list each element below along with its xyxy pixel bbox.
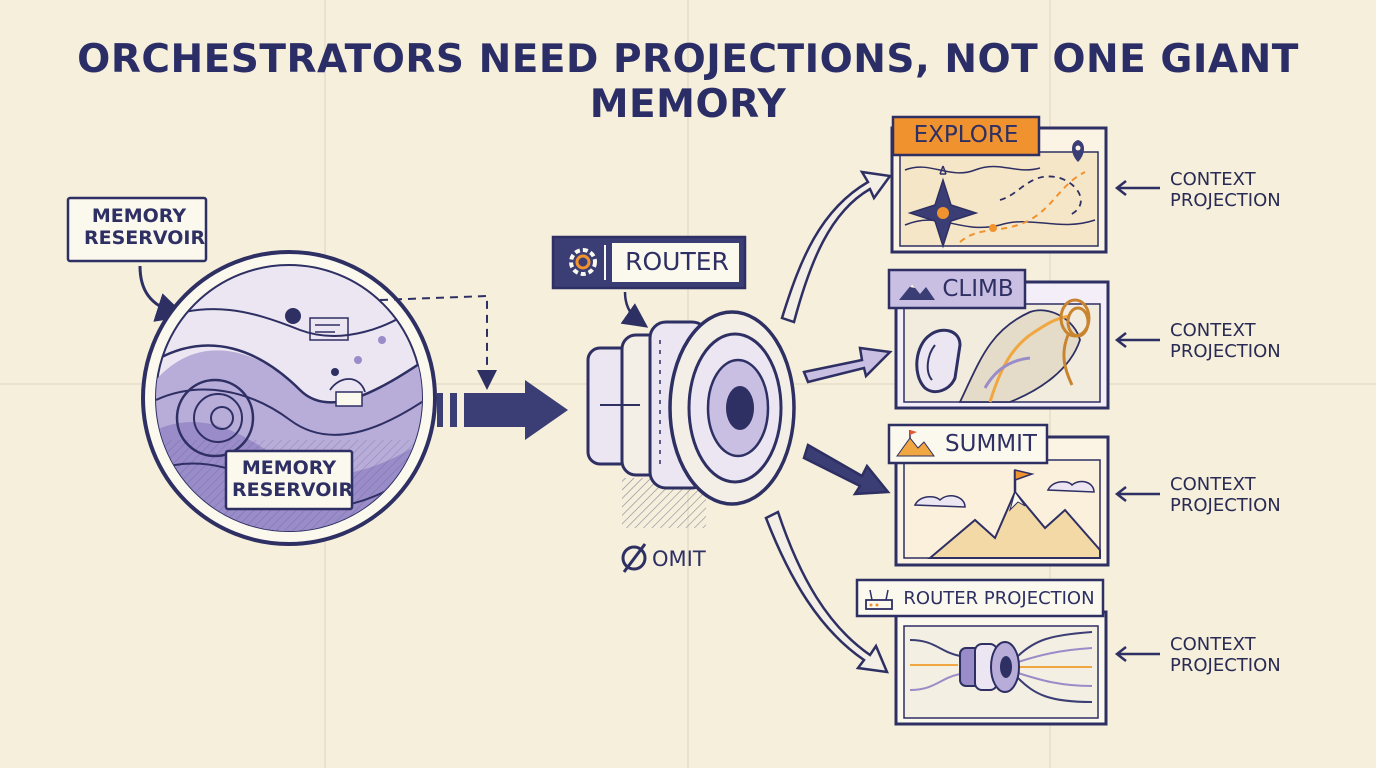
climb-panel xyxy=(887,268,1110,410)
context-projection-summit: CONTEXT PROJECTION xyxy=(1170,474,1300,516)
memory-reservoir-orb xyxy=(141,250,437,546)
main-flow-arrow xyxy=(437,380,568,440)
context-label-line-1: CONTEXT xyxy=(1170,169,1256,190)
mini-router-device xyxy=(959,641,1020,693)
page-title: ORCHESTRATORS NEED PROJECTIONS, NOT ONE … xyxy=(77,37,1299,127)
climb-label: CLIMB xyxy=(942,276,1014,302)
context-label-line-2: PROJECTION xyxy=(1170,340,1281,362)
router-icon xyxy=(865,589,893,610)
context-label-line-2: PROJECTION xyxy=(1170,189,1281,211)
mountain-icon xyxy=(899,284,935,300)
summit-panel xyxy=(887,423,1110,567)
explore-panel xyxy=(890,115,1108,254)
context-projection-explore: CONTEXT PROJECTION xyxy=(1170,169,1300,211)
inner-memory-label-line-1: MEMORY xyxy=(241,457,337,479)
context-projection-router: CONTEXT PROJECTION xyxy=(1170,634,1300,676)
summit-label: SUMMIT xyxy=(945,431,1037,457)
gear-icon xyxy=(569,248,597,276)
router-projection-tag xyxy=(855,578,1105,618)
arrow-to-climb xyxy=(802,346,893,384)
memory-label-box xyxy=(66,196,208,263)
context-label-line-1: CONTEXT xyxy=(1170,474,1256,495)
router-projection-flows xyxy=(909,631,1093,703)
inner-memory-label-box xyxy=(224,449,354,511)
router-projection-panel xyxy=(855,578,1108,726)
router-device xyxy=(586,310,796,528)
inner-memory-label: MEMORY RESERVOIR xyxy=(232,457,354,502)
explore-label: EXPLORE xyxy=(913,122,1019,148)
memory-label-arrow xyxy=(138,265,187,322)
context-projection-climb: CONTEXT PROJECTION xyxy=(1170,320,1300,362)
omit-icon xyxy=(621,543,647,573)
memory-label-line-1: MEMORY xyxy=(91,205,187,227)
dashed-connector xyxy=(379,294,497,390)
router-label: ROUTER xyxy=(625,247,729,276)
memory-label: MEMORY RESERVOIR xyxy=(84,205,206,250)
omit-label: OMIT xyxy=(652,547,706,571)
arrow-to-explore xyxy=(780,170,893,324)
context-label-line-2: PROJECTION xyxy=(1170,494,1281,516)
router-tag xyxy=(551,235,747,328)
explore-tag xyxy=(891,115,1041,157)
carabiner-icon xyxy=(915,328,962,394)
context-label-line-1: CONTEXT xyxy=(1170,320,1256,341)
arrow-to-router-projection xyxy=(764,510,890,674)
location-pin-icon xyxy=(1072,140,1084,162)
memory-label-line-2: RESERVOIR xyxy=(84,226,206,249)
flag-icon xyxy=(1013,469,1035,492)
inner-memory-label-line-2: RESERVOIR xyxy=(232,478,354,501)
context-label-line-1: CONTEXT xyxy=(1170,634,1256,655)
context-label-line-2: PROJECTION xyxy=(1170,654,1281,676)
summit-mountain-icon xyxy=(896,430,935,457)
context-arrows xyxy=(1114,180,1160,662)
rope-icon xyxy=(1059,298,1091,386)
router-projection-label: ROUTER PROJECTION xyxy=(903,588,1095,609)
compass-icon xyxy=(907,165,979,249)
arrow-to-summit xyxy=(802,443,891,496)
